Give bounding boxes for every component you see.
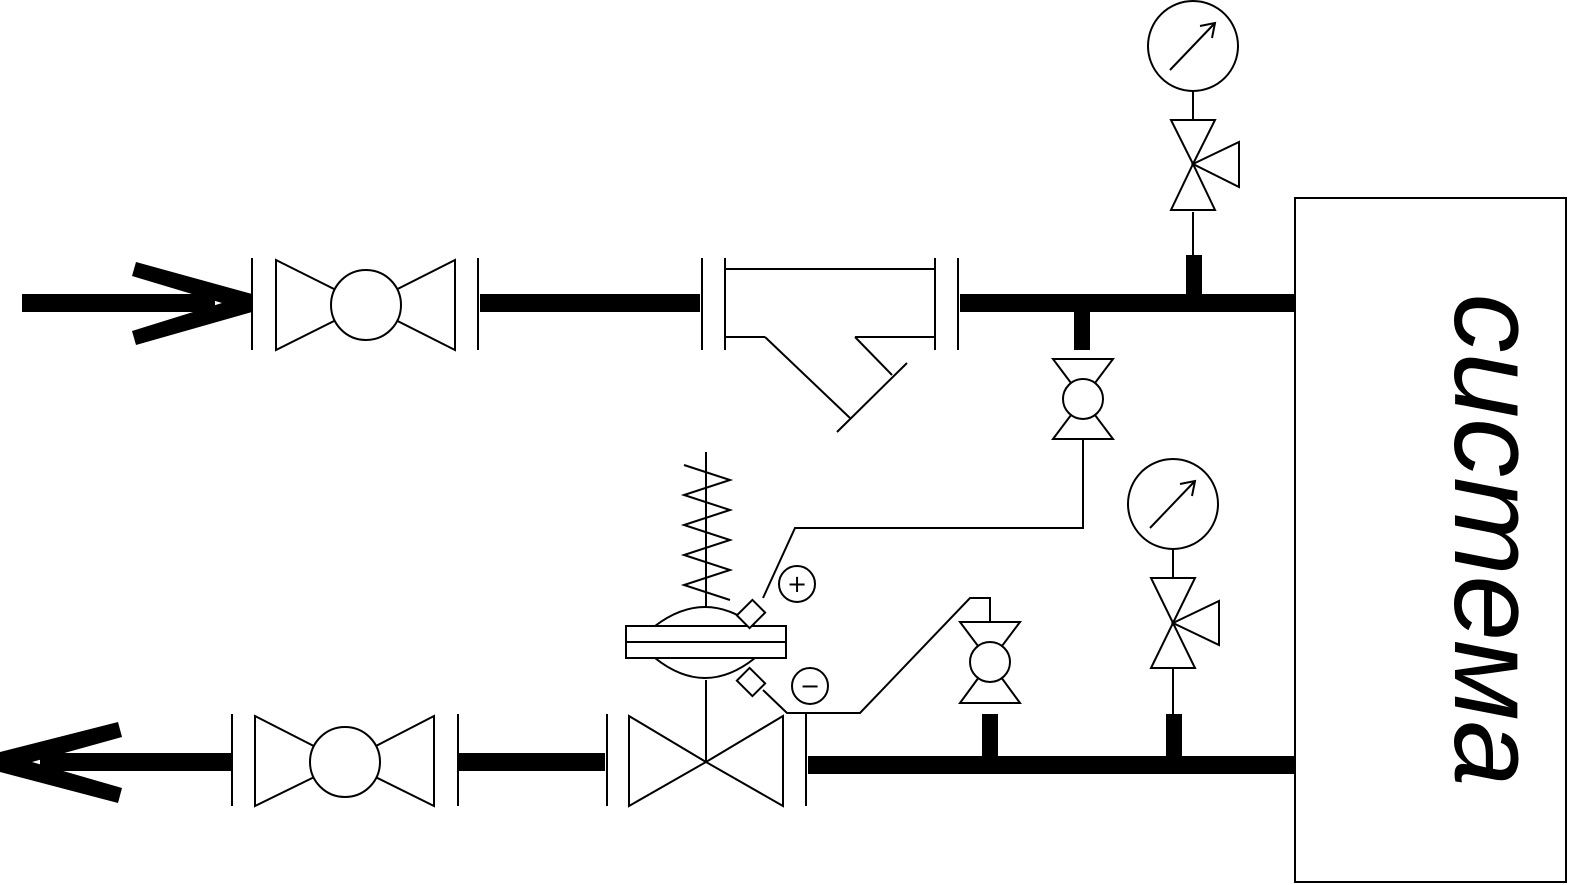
svg-text:+: + [787,570,807,598]
differential-pressure-regulator-icon: + − [606,452,829,808]
three-way-valve-icon [1149,577,1220,669]
system-label: система [1429,294,1561,787]
supply-line [22,0,1296,440]
ball-valve-icon [1051,358,1115,440]
system-block: система [1294,197,1567,883]
ball-valve-icon [251,258,479,352]
minus-sign: − [791,667,829,705]
impulse-line-minus [762,597,991,714]
inlet-arrow-icon [22,262,252,345]
impulse-line-plus [762,439,1084,599]
ball-valve-icon [958,621,1022,704]
plus-sign: + [778,565,816,603]
outlet-arrow-icon [0,722,232,803]
y-strainer-icon [701,258,959,433]
three-way-valve-icon [1169,119,1240,211]
ball-valve-icon [231,714,459,808]
pressure-gauge-icon [1127,458,1219,550]
return-line [0,458,1296,808]
svg-text:−: − [800,672,820,700]
pressure-gauge-icon [1147,0,1239,92]
